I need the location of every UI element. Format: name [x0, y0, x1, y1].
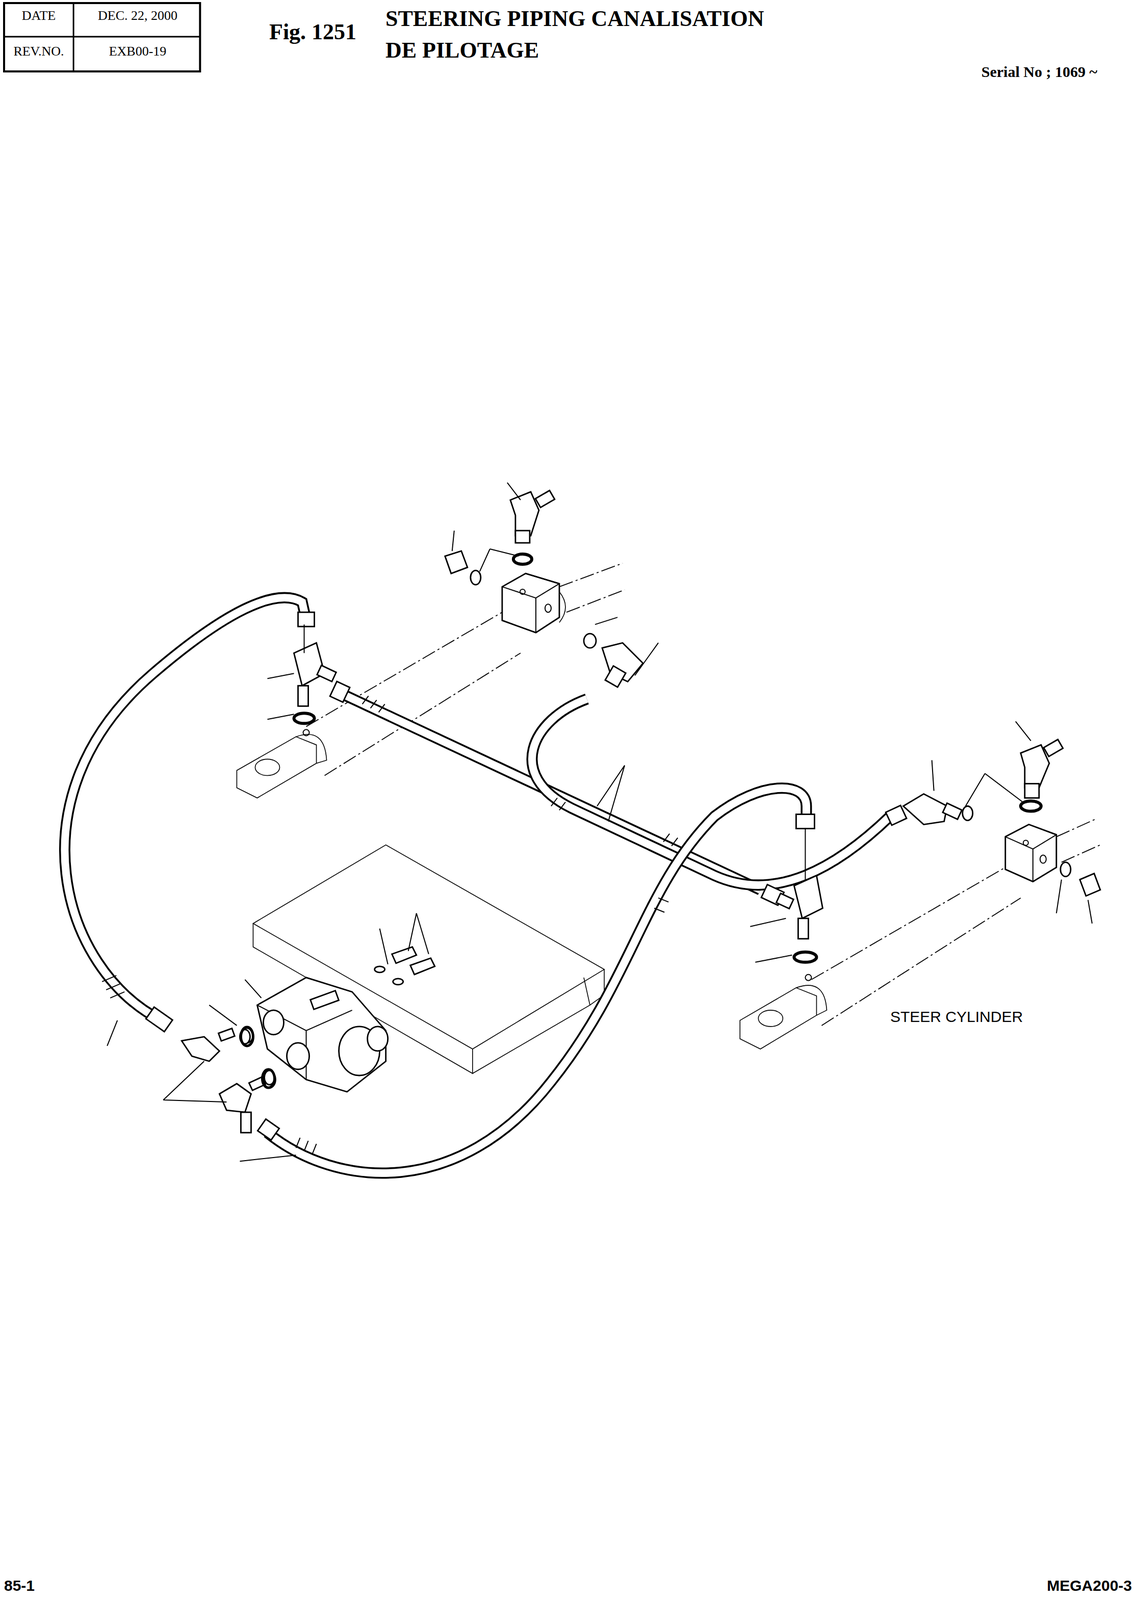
part-name: STEER CYLINDER: [890, 1008, 1023, 1027]
hose-fittings: [145, 490, 1101, 1141]
steering-valve: [240, 947, 435, 1093]
hydraulic-hoses: [64, 598, 891, 1174]
leader-lines: [107, 482, 1093, 1162]
model-code: MEGA200-3: [1046, 1577, 1132, 1596]
serial-note: Serial No ; 1069 ~: [981, 63, 1098, 82]
page-number: 85-1: [4, 1577, 35, 1596]
table-cell: EXB00-19: [109, 43, 167, 60]
figure-number: Fig. 1251: [269, 19, 357, 46]
figure-title: STEERING PIPING CANALISATION DE PILOTAGE: [385, 3, 794, 67]
table-cell: REV.NO.: [13, 43, 64, 60]
table-cell: DEC. 22, 2000: [97, 8, 178, 24]
right-cylinder: [739, 818, 1101, 1050]
table-cell: DATE: [21, 8, 56, 24]
revision-table: [4, 3, 200, 72]
